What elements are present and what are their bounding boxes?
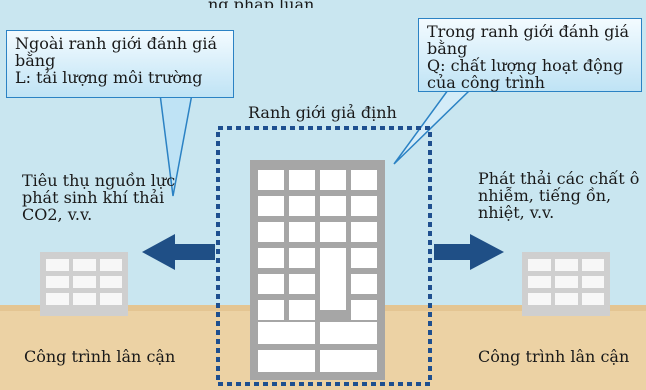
right-callout-line4: của công trình: [427, 73, 545, 92]
outside-boundary-callout: Ngoài ranh giới đánh giá bằng L: tải lượ…: [6, 30, 234, 98]
right-effect-line2: nhiễm, tiếng ồn,: [478, 186, 612, 205]
boundary-label: Ranh giới giả định: [248, 103, 397, 122]
left-callout-line2: bằng: [15, 51, 56, 70]
right-callout-line3: Q: chất lượng hoạt động: [427, 56, 624, 75]
left-neighbor-building: [40, 252, 128, 316]
right-neighbor-label: Công trình lân cận: [478, 347, 630, 366]
right-callout-line1: Trong ranh giới đánh giá: [427, 22, 630, 41]
left-arrow: [142, 234, 215, 270]
right-arrow: [434, 234, 504, 270]
left-effect-line2: phát sinh khí thải: [22, 188, 165, 207]
left-effect-line1: Tiêu thụ nguồn lực: [22, 171, 176, 190]
top-caption: ng pháp luận: [208, 0, 314, 8]
right-neighbor-building: [522, 252, 610, 316]
right-effect-line1: Phát thải các chất ô: [478, 169, 640, 188]
left-effect-line3: CO2, v.v.: [22, 205, 93, 224]
right-callout-line2: bằng: [427, 39, 468, 58]
right-effect-text: Phát thải các chất ô nhiễm, tiếng ồn, nh…: [478, 170, 639, 221]
left-callout-line3: L: tải lượng môi trường: [15, 68, 203, 87]
right-effect-line3: nhiệt, v.v.: [478, 203, 555, 222]
left-effect-text: Tiêu thụ nguồn lực phát sinh khí thải CO…: [22, 172, 175, 223]
inside-boundary-callout: Trong ranh giới đánh giá bằng Q: chất lư…: [418, 18, 642, 92]
main-building: [250, 160, 385, 380]
left-callout-line1: Ngoài ranh giới đánh giá: [15, 34, 218, 53]
left-neighbor-label: Công trình lân cận: [24, 347, 176, 366]
